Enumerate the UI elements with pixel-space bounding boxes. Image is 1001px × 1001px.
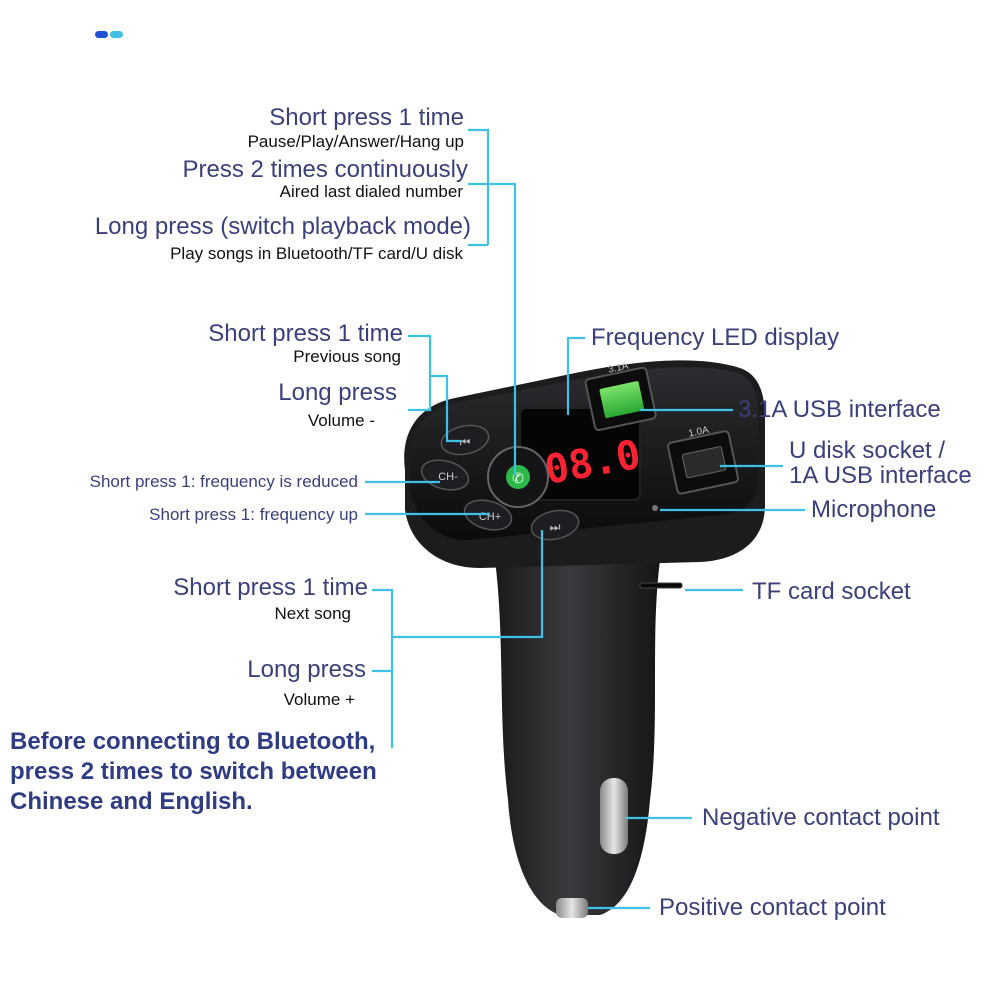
prev-button[interactable]: [439, 421, 492, 458]
tf-card-slot: [639, 582, 683, 589]
main-short-press-title: Short press 1 time: [269, 104, 464, 131]
negative-contact-label: Negative contact point: [702, 804, 940, 831]
note-line-1: Before connecting to Bluetooth,: [10, 728, 376, 755]
usb-3-1a-label: 3.1A USB interface: [738, 396, 941, 423]
leader-led: [566, 336, 585, 415]
indicator-dot-active: [95, 31, 108, 38]
carousel-indicator: [95, 25, 125, 43]
usb-port-3-1a: 3.1A: [584, 361, 657, 432]
microphone-hole: [652, 505, 658, 511]
tf-card-label: TF card socket: [752, 578, 911, 605]
ch-minus-label: Short press 1: frequency is reduced: [89, 472, 358, 491]
prev-short-press-title: Short press 1 time: [208, 320, 403, 347]
prev-long-press-title: Long press: [278, 379, 397, 406]
main-long-press-title: Long press (switch playback mode): [94, 213, 471, 240]
usb-port-1a: 1.0A: [667, 425, 740, 495]
u-disk-label-line1: U disk socket /: [789, 437, 946, 464]
prev-icon: ⏮: [460, 435, 471, 449]
next-short-press-title: Short press 1 time: [173, 574, 368, 601]
leader-next-button: [372, 530, 544, 748]
ch-minus-marking: CH-: [438, 471, 458, 483]
next-icon: ⏭: [550, 520, 561, 534]
indicator-dot: [110, 31, 123, 38]
positive-contact-label: Positive contact point: [659, 894, 886, 921]
port-1a-marking: 1.0A: [687, 425, 710, 440]
leader-prev-button: [408, 334, 462, 443]
negative-contact-spring: [600, 778, 628, 854]
main-long-press-desc: Play songs in Bluetooth/TF card/U disk: [170, 244, 463, 263]
main-press-2-desc: Aired last dialed number: [279, 182, 463, 201]
language-switch-note: Before connecting to Bluetooth, press 2 …: [10, 727, 377, 817]
next-button[interactable]: [529, 506, 582, 543]
ch-plus-marking: CH+: [479, 511, 501, 523]
note-line-3: Chinese and English.: [10, 788, 253, 815]
phone-icon: [506, 465, 530, 489]
next-long-press-desc: Volume +: [283, 690, 355, 709]
next-short-press-desc: Next song: [274, 604, 351, 623]
ch-plus-label: Short press 1: frequency up: [149, 505, 358, 524]
positive-contact-tip: [556, 898, 588, 918]
microphone-label: Microphone: [811, 496, 937, 523]
prev-long-press-desc: Volume -: [307, 411, 375, 430]
leader-lines: [365, 128, 805, 910]
led-display-label: Frequency LED display: [591, 324, 840, 351]
next-long-press-title: Long press: [247, 656, 366, 683]
prev-short-press-desc: Previous song: [293, 347, 401, 366]
main-short-press-desc: Pause/Play/Answer/Hang up: [247, 132, 464, 151]
port-3-1a-marking: 3.1A: [607, 361, 630, 376]
charger-device: 108.0 3.1A 1.0A ⏮ CH- CH+ ⏭ ✆: [404, 360, 765, 918]
u-disk-label-line2: 1A USB interface: [789, 462, 972, 489]
charger-plug: [495, 560, 660, 915]
leader-main-button: [468, 128, 517, 475]
note-line-2: press 2 times to switch between: [10, 758, 377, 785]
main-press-2-title: Press 2 times continuously: [182, 156, 468, 183]
